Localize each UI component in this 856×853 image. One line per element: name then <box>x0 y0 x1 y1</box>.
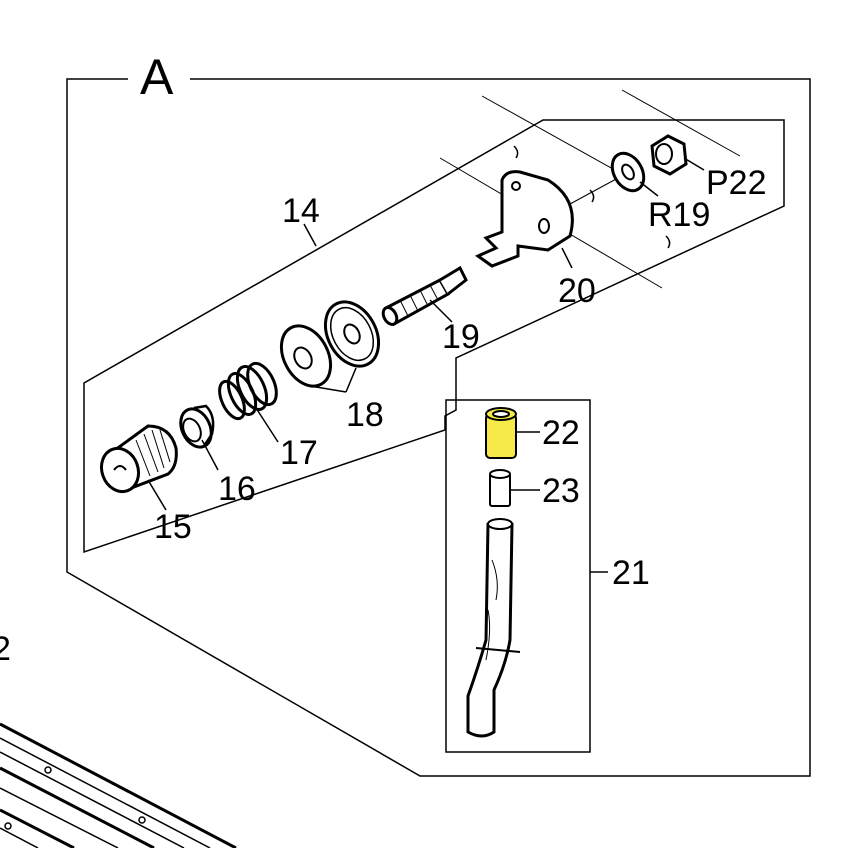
tube-part-21 <box>466 518 521 738</box>
callout-21: 21 <box>612 554 650 592</box>
sleeve-part-22 <box>485 407 517 459</box>
assembly-21-frame <box>445 399 591 753</box>
callout-23: 23 <box>542 472 580 510</box>
callout-17: 17 <box>280 434 318 472</box>
stud-part-19 <box>381 265 468 327</box>
washer-part-r19 <box>610 151 646 193</box>
ring-part-16 <box>179 404 215 449</box>
disc-part-18a <box>279 324 333 388</box>
clip-marks <box>513 145 671 249</box>
callout-r19: R19 <box>648 196 710 234</box>
callout-p22: P22 <box>706 164 767 202</box>
callout-18: 18 <box>346 396 384 434</box>
assembly-14-frame <box>83 119 785 554</box>
knob-part-15 <box>99 424 178 494</box>
leader-lines <box>147 157 705 573</box>
pin-part-23 <box>489 469 511 507</box>
disc-part-18b <box>323 300 381 368</box>
callout-15: 15 <box>154 508 192 546</box>
section-a-frame <box>66 78 811 777</box>
spring-part-17 <box>218 361 278 421</box>
callout-20: 20 <box>558 272 596 310</box>
nut-part-p22 <box>650 134 688 176</box>
callout-19: 19 <box>442 318 480 356</box>
edge-callout: 2 <box>0 630 11 668</box>
section-a-label: A <box>140 49 174 105</box>
callout-16: 16 <box>218 470 256 508</box>
callout-14: 14 <box>282 192 320 230</box>
bracket-part-20 <box>474 170 574 268</box>
adjacent-rail-assembly <box>0 722 237 850</box>
callout-22: 22 <box>542 414 580 452</box>
